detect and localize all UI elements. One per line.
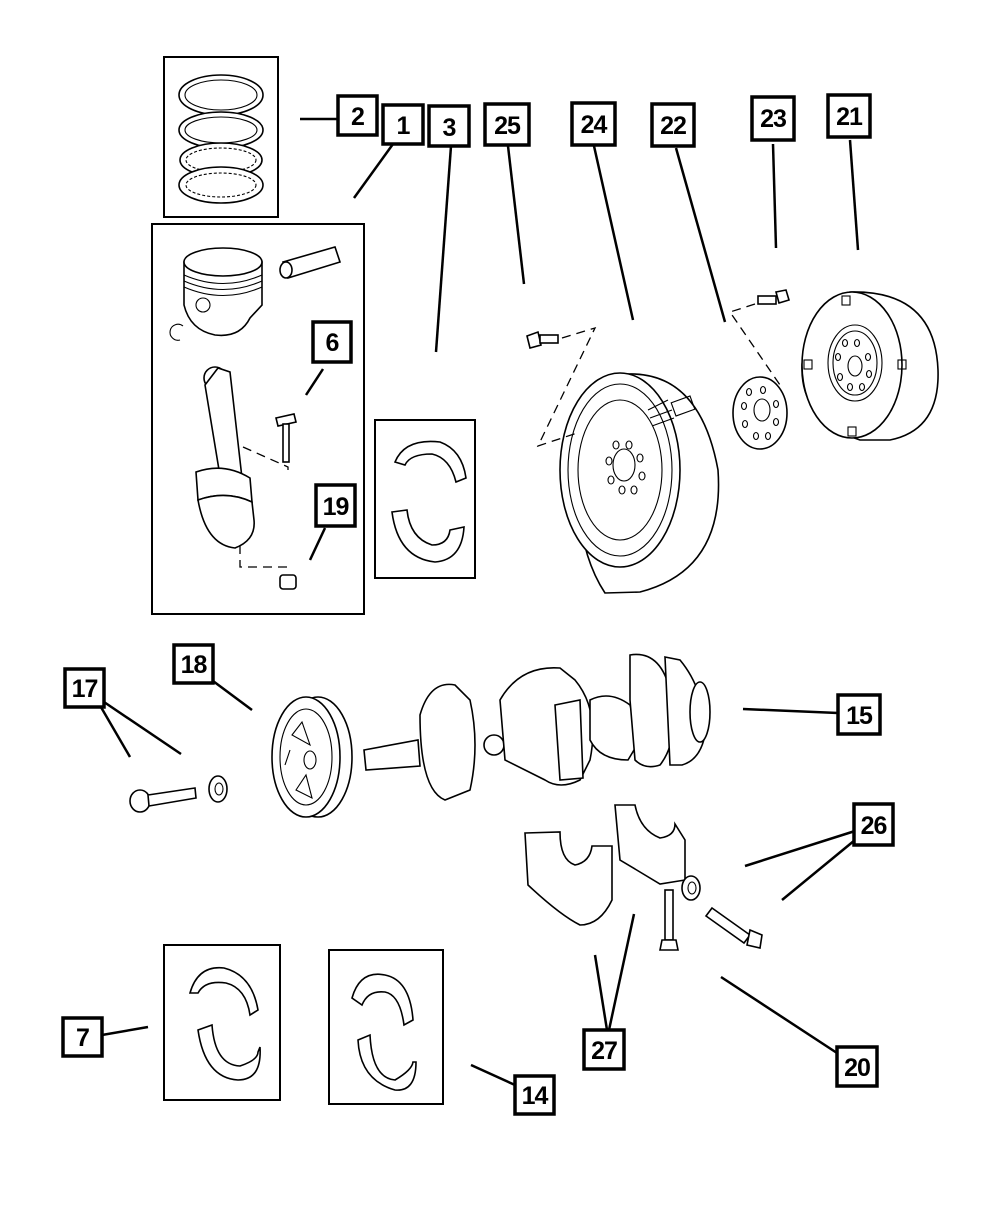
callout-label: 7 [76, 1024, 89, 1052]
main-bearing-caps-illustration [524, 804, 763, 951]
callout-7[interactable]: 7 [61, 1016, 104, 1058]
connecting-rod-bearing-illustration [374, 419, 476, 579]
piston-connecting-rod-illustration [151, 223, 365, 615]
callout-3[interactable]: 3 [427, 104, 471, 148]
thrust-bearing-illustration [328, 949, 444, 1105]
callout-label: 15 [846, 702, 873, 730]
callout-6[interactable]: 6 [311, 320, 353, 364]
callout-14[interactable]: 14 [513, 1074, 556, 1116]
leader-lines [96, 117, 860, 1087]
callout-17[interactable]: 17 [63, 667, 106, 709]
callout-15[interactable]: 15 [836, 693, 882, 736]
callout-label: 24 [581, 111, 608, 139]
callout-label: 21 [836, 103, 863, 131]
callout-19[interactable]: 19 [314, 483, 357, 528]
callout-25[interactable]: 25 [483, 102, 531, 147]
flywheel-illustration [801, 291, 939, 441]
callout-label: 6 [326, 329, 339, 357]
vibration-damper-illustration [271, 696, 353, 818]
callout-label: 2 [351, 103, 364, 131]
callout-21[interactable]: 21 [826, 93, 872, 139]
crankshaft-illustration [363, 653, 711, 801]
main-bearing-illustration [163, 944, 281, 1101]
plate-illustration [728, 289, 790, 450]
callout-20[interactable]: 20 [835, 1045, 879, 1088]
piston-rings-illustration [163, 56, 279, 218]
callout-label: 17 [72, 675, 98, 703]
callout-label: 19 [323, 493, 349, 521]
callout-label: 1 [397, 112, 411, 140]
callout-24[interactable]: 24 [570, 101, 617, 147]
callout-2[interactable]: 2 [336, 94, 379, 137]
callout-label: 26 [861, 812, 887, 840]
piston-assembly-frame [151, 223, 365, 615]
callout-18[interactable]: 18 [172, 643, 215, 685]
callout-26[interactable]: 26 [852, 802, 895, 847]
callout-label: 27 [591, 1037, 617, 1065]
callout-1[interactable]: 1 [381, 103, 425, 146]
callout-label: 23 [760, 105, 786, 133]
damper-bolt-illustration [129, 775, 228, 813]
callout-label: 20 [844, 1054, 870, 1082]
callout-label: 22 [660, 112, 686, 140]
callout-22[interactable]: 22 [650, 102, 696, 148]
callout-label: 25 [494, 112, 521, 140]
callout-label: 18 [181, 651, 208, 679]
callout-23[interactable]: 23 [750, 95, 796, 142]
flexplate-illustration [526, 326, 720, 594]
callout-label: 14 [522, 1082, 549, 1110]
callout-label: 3 [443, 114, 456, 142]
callout-27[interactable]: 27 [582, 1028, 626, 1071]
piston-rings-frame [163, 56, 279, 218]
